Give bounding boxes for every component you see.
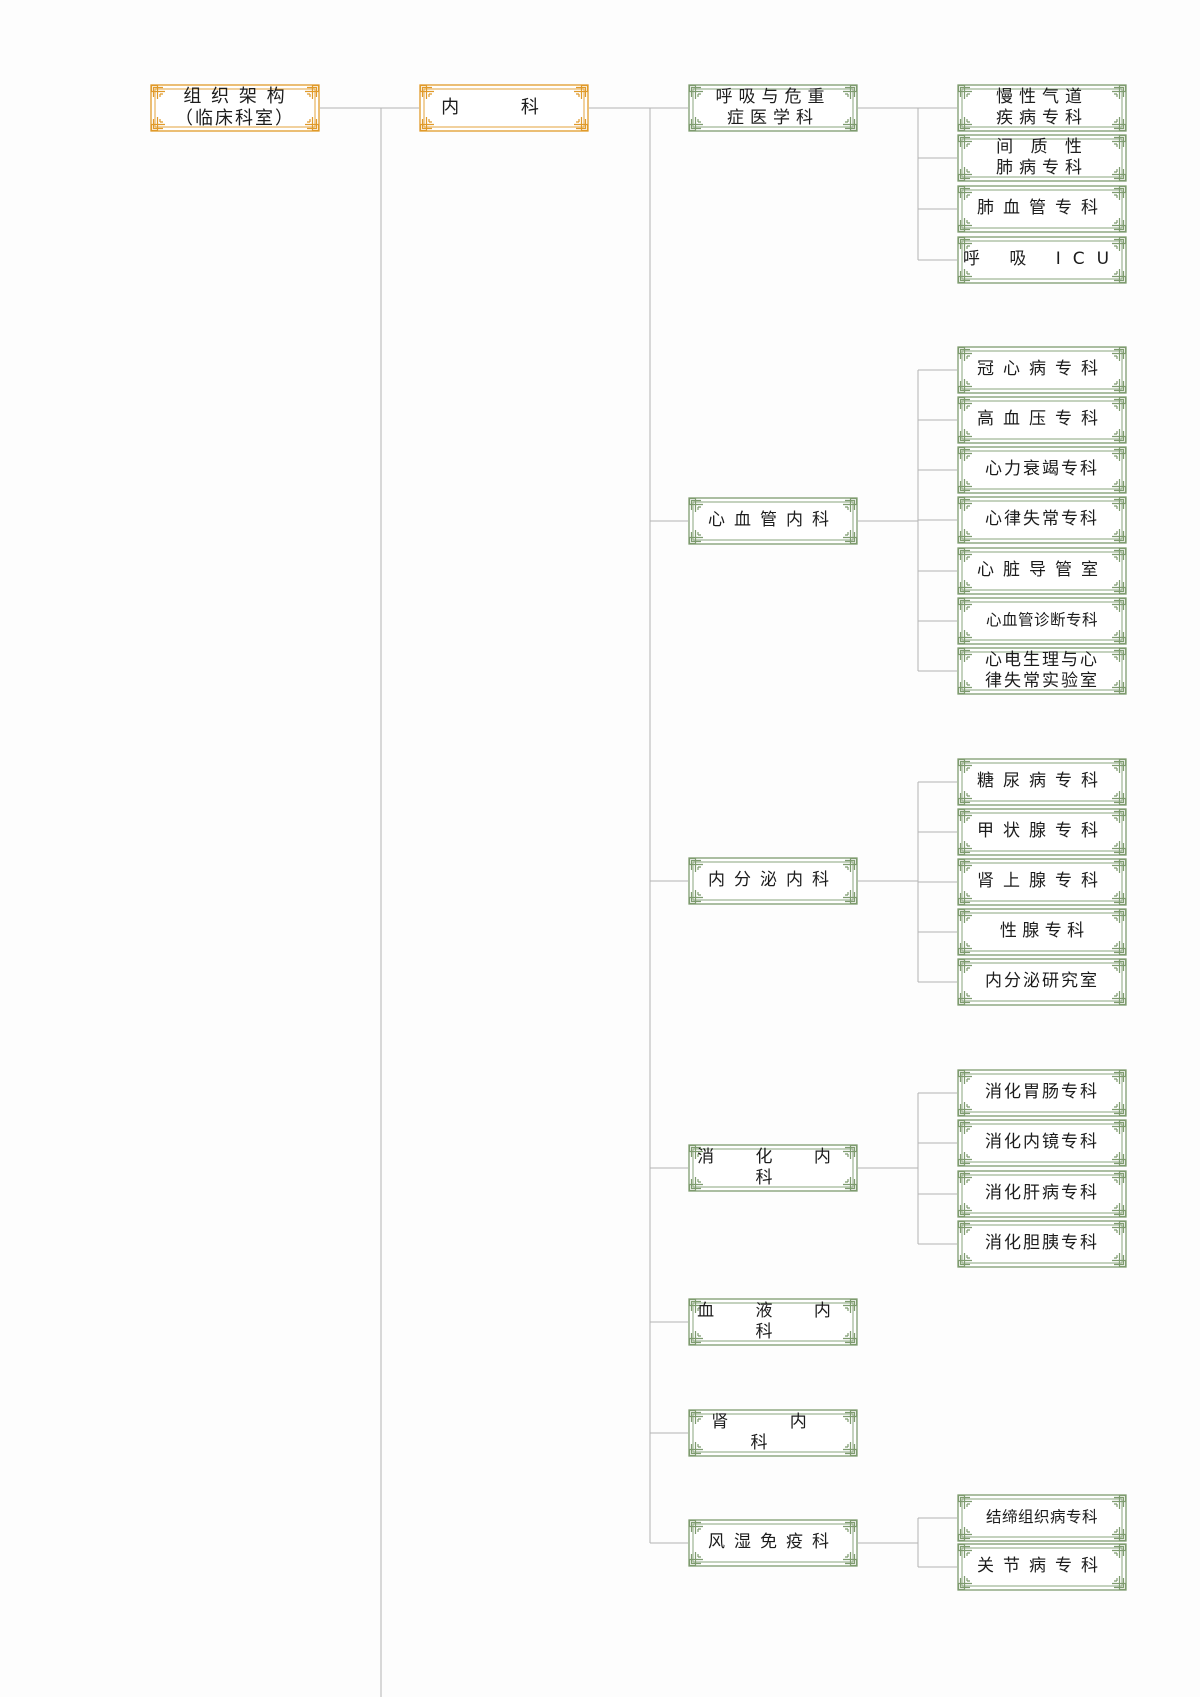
node-xinxue-c6: 心血管诊断专科: [957, 597, 1127, 645]
node-xiaohua-c4-label: 消化胆胰专科: [985, 1233, 1099, 1254]
node-neifenmi-c4-label: 性 腺 专 科: [999, 921, 1085, 942]
node-xinxue-label: 心血管内科: [708, 510, 838, 531]
node-neifenmi-c2: 甲状腺专科: [957, 808, 1127, 856]
node-neike: 内 科: [419, 84, 589, 132]
node-neifenmi-c5-label: 内分泌研究室: [985, 971, 1099, 992]
node-neifenmi-c3-label: 肾上腺专科: [977, 871, 1107, 892]
node-huxi: 呼吸与危重 症医学科: [688, 84, 858, 132]
node-fengshi-c1-label: 结缔组织病专科: [985, 1508, 1098, 1527]
node-neifenmi-c1: 糖尿病专科: [957, 758, 1127, 806]
node-huxi-c1: 慢性气道 疾病专科: [957, 84, 1127, 132]
node-neifenmi-c2-label: 甲状腺专科: [977, 821, 1107, 842]
node-xueye-label: 血 液 内 科: [697, 1300, 849, 1342]
node-fengshi-label: 风湿免疫科: [708, 1532, 838, 1553]
node-huxi-c3-label: 肺血管专科: [977, 198, 1107, 219]
node-neifenmi-c5: 内分泌研究室: [957, 958, 1127, 1006]
node-xinxue-c2: 高血压专科: [957, 396, 1127, 444]
node-neifenmi-label: 内分泌内科: [708, 870, 838, 891]
node-neifenmi-c4: 性 腺 专 科: [957, 908, 1127, 956]
node-root-label: 组 织 架 构 （临床科室）: [175, 85, 295, 130]
node-neifenmi-c3: 肾上腺专科: [957, 858, 1127, 906]
node-neike-label: 内 科: [441, 96, 567, 118]
node-xiaohua-c4: 消化胆胰专科: [957, 1220, 1127, 1268]
node-huxi-c4-label: 呼 吸 ICU: [962, 249, 1122, 270]
node-xiaohua-c1: 消化胃肠专科: [957, 1069, 1127, 1117]
node-fengshi-c2-label: 关节病专科: [977, 1556, 1107, 1577]
node-xueye: 血 液 内 科: [688, 1298, 858, 1346]
node-huxi-c1-label: 慢性气道 疾病专科: [996, 86, 1088, 128]
node-root: 组 织 架 构 （临床科室）: [150, 84, 320, 132]
node-fengshi-c2: 关节病专科: [957, 1543, 1127, 1591]
node-xiaohua-c2: 消化内镜专科: [957, 1119, 1127, 1167]
node-xiaohua: 消 化 内 科: [688, 1144, 858, 1192]
node-shen: 肾 内 科: [688, 1409, 858, 1457]
node-xinxue-c7-label: 心电生理与心 律失常实验室: [985, 649, 1099, 691]
node-xiaohua-label: 消 化 内 科: [697, 1146, 849, 1188]
node-xinxue-c1: 冠心病专科: [957, 346, 1127, 394]
node-xinxue-c6-label: 心血管诊断专科: [985, 611, 1098, 630]
node-xinxue: 心血管内科: [688, 497, 858, 545]
node-xinxue-c1-label: 冠心病专科: [977, 359, 1107, 380]
node-xiaohua-c1-label: 消化胃肠专科: [985, 1082, 1099, 1103]
node-huxi-c2-label: 间 质 性 肺病专科: [996, 136, 1088, 178]
node-huxi-c2: 间 质 性 肺病专科: [957, 134, 1127, 182]
node-xinxue-c7: 心电生理与心 律失常实验室: [957, 647, 1127, 695]
node-fengshi: 风湿免疫科: [688, 1519, 858, 1567]
node-xiaohua-c3-label: 消化肝病专科: [985, 1183, 1099, 1204]
node-xinxue-c4: 心律失常专科: [957, 496, 1127, 544]
node-neifenmi-c1-label: 糖尿病专科: [977, 771, 1107, 792]
node-huxi-c3: 肺血管专科: [957, 185, 1127, 233]
node-huxi-label: 呼吸与危重 症医学科: [715, 86, 831, 128]
node-xinxue-c3-label: 心力衰竭专科: [985, 459, 1099, 480]
node-neifenmi: 内分泌内科: [688, 857, 858, 905]
node-xiaohua-c3: 消化肝病专科: [957, 1170, 1127, 1218]
node-xinxue-c3: 心力衰竭专科: [957, 446, 1127, 494]
node-xinxue-c2-label: 高血压专科: [977, 409, 1107, 430]
node-fengshi-c1: 结缔组织病专科: [957, 1494, 1127, 1542]
node-huxi-c4: 呼 吸 ICU: [957, 236, 1127, 284]
node-xinxue-c5-label: 心脏导管室: [977, 560, 1107, 581]
node-xiaohua-c2-label: 消化内镜专科: [985, 1132, 1099, 1153]
node-xinxue-c4-label: 心律失常专科: [985, 509, 1099, 530]
node-xinxue-c5: 心脏导管室: [957, 547, 1127, 595]
node-shen-label: 肾 内 科: [711, 1411, 835, 1453]
